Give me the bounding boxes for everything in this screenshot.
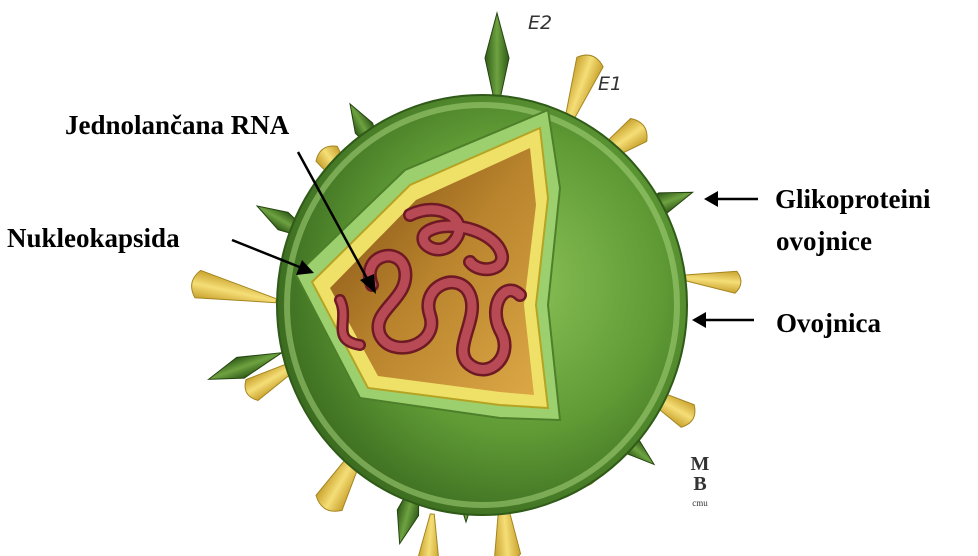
artist-signature: M B cmu <box>691 453 710 508</box>
yellow-spike <box>189 269 279 314</box>
rna-label: Jednolančana RNA <box>65 112 289 139</box>
envelope-arrowhead <box>692 312 706 328</box>
glycoprotein-label-line1: Glikoproteini <box>775 186 931 213</box>
yellow-spike <box>417 513 444 556</box>
glycoprotein-arrowhead <box>704 191 718 207</box>
svg-text:M: M <box>691 453 710 475</box>
svg-text:cmu: cmu <box>692 498 708 508</box>
glycoprotein-label-line2: ovojnice <box>776 228 872 255</box>
envelope-label: Ovojnica <box>776 310 881 337</box>
e1-spike-label: E1 <box>598 75 622 94</box>
svg-text:B: B <box>693 473 706 495</box>
yellow-spike <box>679 266 742 293</box>
e2-spike-label: E2 <box>528 14 552 33</box>
nucleocapsid-label: Nukleokapsida <box>7 225 180 252</box>
